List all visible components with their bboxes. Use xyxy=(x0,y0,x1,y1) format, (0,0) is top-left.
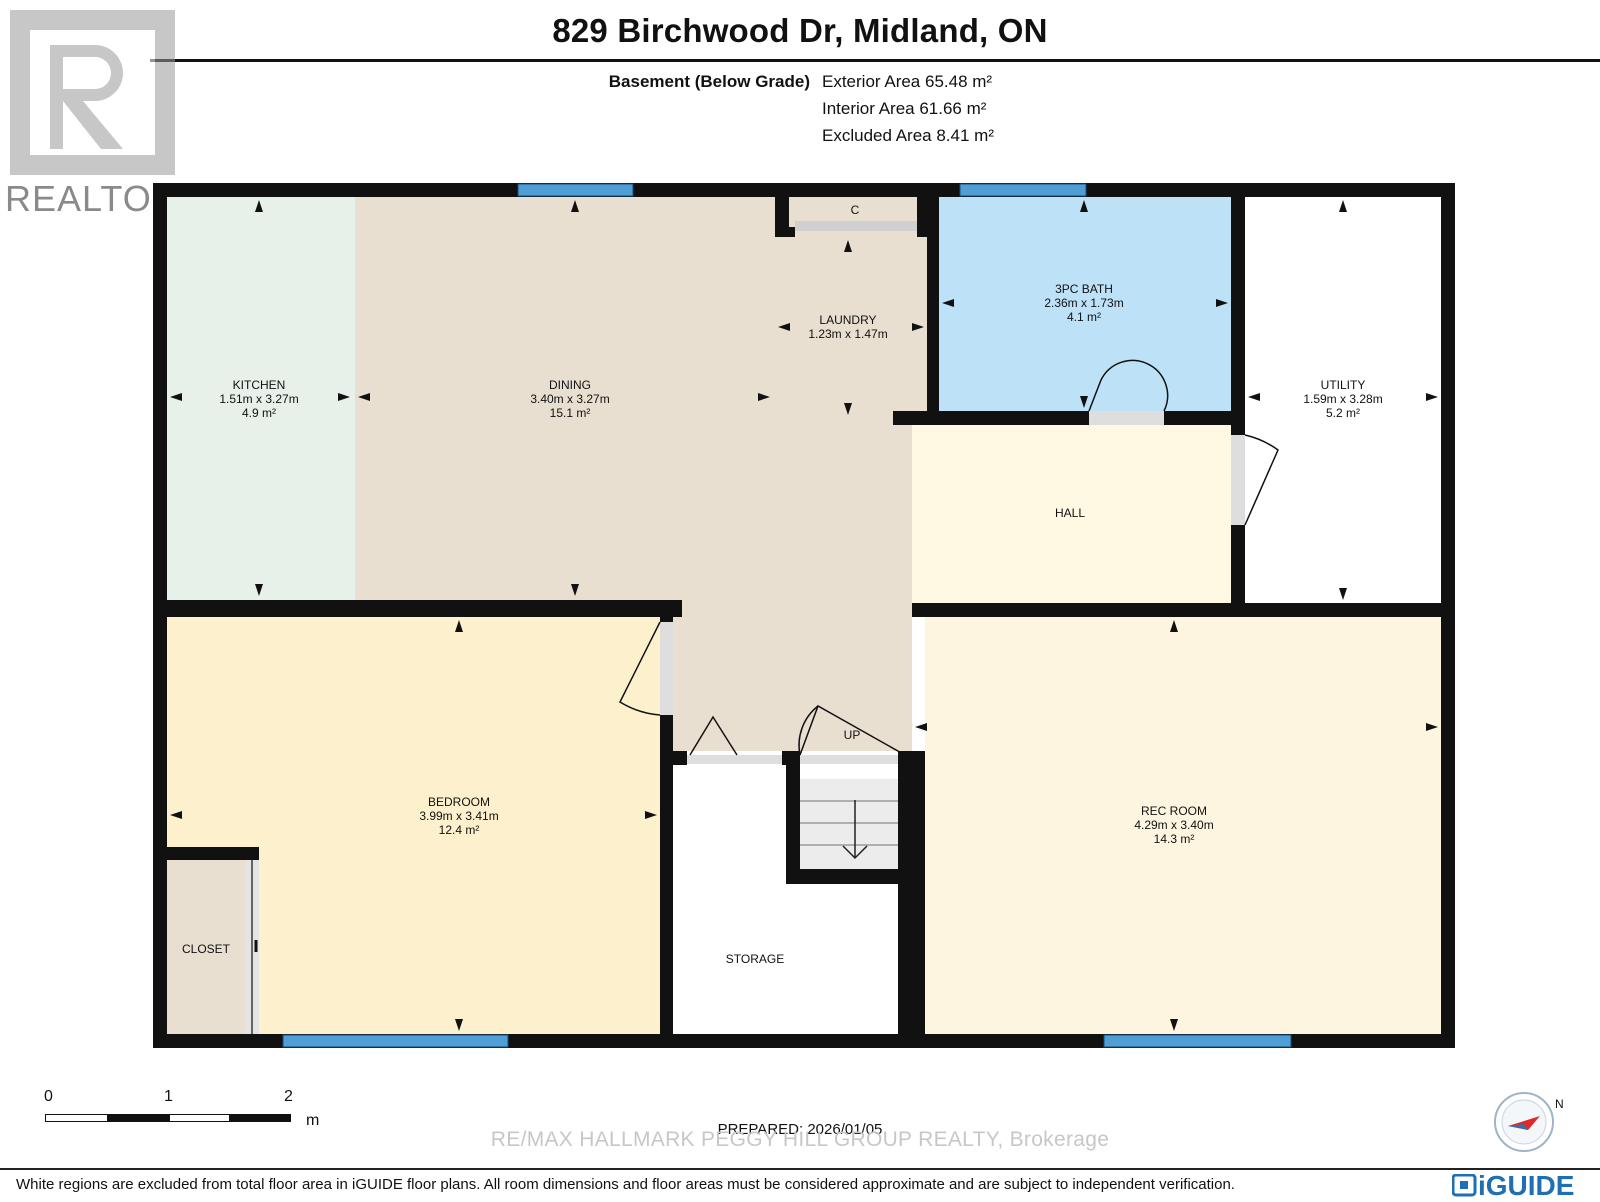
scale-unit: m xyxy=(306,1112,320,1129)
rec-room-dimensions: 4.29m x 3.40m xyxy=(1134,818,1213,832)
footer-divider xyxy=(0,1168,1600,1170)
doors xyxy=(245,221,1279,1034)
kitchen-floor xyxy=(167,197,355,607)
closet-label: CLOSET xyxy=(182,942,231,956)
bedroom-label: BEDROOM xyxy=(428,795,490,809)
utility-label: UTILITY xyxy=(1321,378,1366,392)
title-divider xyxy=(150,59,1600,62)
storage-label: STORAGE xyxy=(726,952,784,966)
bath-area: 4.1 m² xyxy=(1067,310,1101,324)
windows xyxy=(283,184,1291,1047)
scale-segment-1 xyxy=(45,1114,109,1122)
footer-disclaimer: White regions are excluded from total fl… xyxy=(16,1176,1235,1193)
compass-icon: N xyxy=(1494,1092,1564,1152)
stairs xyxy=(800,779,912,869)
rec-room-area: 14.3 m² xyxy=(1154,832,1195,846)
bedroom-dimensions: 3.99m x 3.41m xyxy=(419,809,498,823)
hall-label: HALL xyxy=(1055,506,1085,520)
rec-room-label: REC ROOM xyxy=(1141,804,1207,818)
brokerage-watermark: RE/MAX HALLMARK PEGGY HILL GROUP REALTY,… xyxy=(490,1128,1110,1151)
scale-tick-0: 0 xyxy=(44,1088,53,1105)
scale-segment-2 xyxy=(107,1114,169,1122)
laundry-label: LAUNDRY xyxy=(819,313,876,327)
dining-area: 15.1 m² xyxy=(550,406,591,420)
plan-title: 829 Birchwood Dr, Midland, ON xyxy=(552,12,1048,49)
dining-dimensions: 3.40m x 3.27m xyxy=(530,392,609,406)
closet-c-label: C xyxy=(851,203,860,217)
scale-segment-3 xyxy=(169,1114,231,1122)
excluded-area: Excluded Area 8.41 m² xyxy=(822,126,994,145)
utility-floor xyxy=(1245,197,1441,607)
kitchen-dimensions: 1.51m x 3.27m xyxy=(219,392,298,406)
kitchen-area: 4.9 m² xyxy=(242,406,276,420)
bath-label: 3PC BATH xyxy=(1055,282,1113,296)
exterior-area: Exterior Area 65.48 m² xyxy=(822,72,993,91)
level-name: Basement (Below Grade) xyxy=(608,72,810,91)
foyer-floor xyxy=(673,418,912,751)
dimension-arrows xyxy=(170,200,1438,1031)
rec-room-floor xyxy=(925,617,1441,1034)
scale-tick-1: 1 xyxy=(164,1088,173,1105)
closet-floor xyxy=(167,860,247,1034)
interior-area: Interior Area 61.66 m² xyxy=(822,99,987,118)
realtor-logo xyxy=(10,10,175,175)
scale-bar: 0 1 2 m xyxy=(40,1088,340,1138)
utility-area: 5.2 m² xyxy=(1326,406,1360,420)
iguide-wordmark: iGUIDE xyxy=(1478,1170,1575,1201)
bath-dimensions: 2.36m x 1.73m xyxy=(1044,296,1123,310)
dining-label: DINING xyxy=(549,378,591,392)
scale-segment-4 xyxy=(229,1114,291,1122)
laundry-floor xyxy=(775,227,927,418)
foyer-upper-floor xyxy=(775,418,912,420)
laundry-dimensions: 1.23m x 1.47m xyxy=(808,327,887,341)
scale-tick-2: 2 xyxy=(284,1088,293,1105)
bath-floor xyxy=(939,197,1231,415)
compass-north-label: N xyxy=(1555,1097,1564,1111)
iguide-brand: iGUIDE xyxy=(1451,1170,1575,1202)
utility-dimensions: 1.59m x 3.28m xyxy=(1303,392,1382,406)
prepared-date: PREPARED: 2026/01/05 xyxy=(717,1121,883,1138)
kitchen-label: KITCHEN xyxy=(233,378,286,392)
bedroom-area: 12.4 m² xyxy=(439,823,480,837)
stairs-up-label: UP xyxy=(844,728,861,742)
iguide-logo-icon xyxy=(1451,1173,1477,1197)
hall-floor xyxy=(912,425,1231,607)
window-frames xyxy=(282,183,1292,1048)
